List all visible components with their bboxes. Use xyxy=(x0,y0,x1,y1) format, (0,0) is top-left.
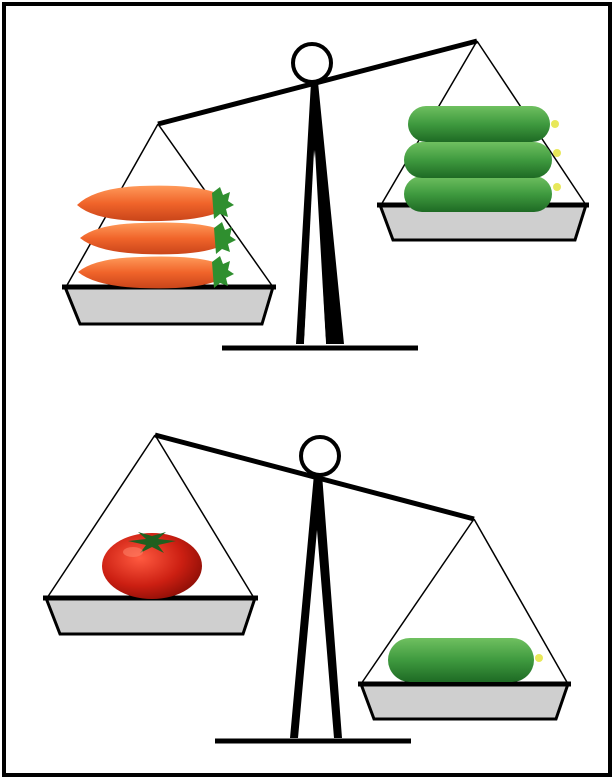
cucumber-icon xyxy=(404,176,561,212)
cucumber-icon xyxy=(404,142,561,178)
top-scale-pivot xyxy=(293,44,331,82)
cucumber-stack xyxy=(404,106,561,212)
cucumber-icon xyxy=(388,638,543,682)
bottom-scale-pivot xyxy=(301,437,339,475)
top-left-pan xyxy=(65,287,273,324)
cucumber-icon xyxy=(408,106,559,142)
bottom-left-pan xyxy=(46,598,255,634)
bottom-right-pan xyxy=(361,684,568,719)
carrot-stack xyxy=(77,186,236,289)
